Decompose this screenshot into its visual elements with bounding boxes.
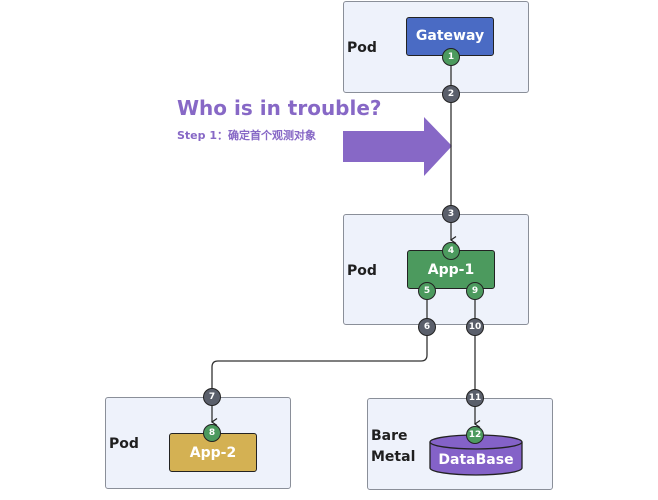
step-badge-12[interactable]: 12 xyxy=(466,426,484,444)
pod-label: Pod xyxy=(347,40,377,56)
database-label: DataBase xyxy=(438,452,514,468)
step-badge-10[interactable]: 10 xyxy=(466,318,484,336)
gateway-label: Gateway xyxy=(415,27,485,44)
diagram-subtitle: Step 1：确定首个观测对象 xyxy=(177,129,316,142)
pod-label: Pod xyxy=(109,436,139,452)
step-badge-8[interactable]: 8 xyxy=(203,424,221,442)
bare-metal-label-line2: Metal xyxy=(371,449,416,465)
connector-6-7 xyxy=(211,297,428,397)
diagram-title: Who is in trouble? xyxy=(177,96,382,120)
app1-label: App-1 xyxy=(427,261,475,278)
step-badge-11[interactable]: 11 xyxy=(466,389,484,407)
bare-metal-label-line1: Bare xyxy=(371,428,408,444)
step-badge-9[interactable]: 9 xyxy=(466,282,484,300)
pod-label: Pod xyxy=(347,263,377,279)
step-badge-6[interactable]: 6 xyxy=(418,318,436,336)
step-badge-5[interactable]: 5 xyxy=(418,282,436,300)
step-badge-1[interactable]: 1 xyxy=(442,48,460,66)
step-badge-2[interactable]: 2 xyxy=(442,85,460,103)
step-badge-3[interactable]: 3 xyxy=(442,205,460,223)
big-arrow-icon xyxy=(343,117,452,176)
step-badge-4[interactable]: 4 xyxy=(442,242,460,260)
app2-label: App-2 xyxy=(189,444,237,461)
step-badge-7[interactable]: 7 xyxy=(203,388,221,406)
